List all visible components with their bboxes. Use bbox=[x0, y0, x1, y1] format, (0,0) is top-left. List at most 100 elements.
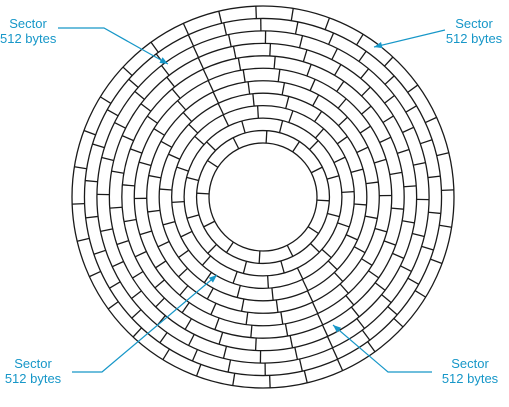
sector-divider bbox=[155, 280, 165, 288]
sector-divider bbox=[197, 193, 209, 194]
sector-divider bbox=[223, 115, 228, 126]
sector-divider bbox=[366, 182, 378, 184]
sector-divider bbox=[208, 81, 213, 92]
sector-divider bbox=[224, 346, 227, 358]
sector-divider bbox=[251, 325, 252, 337]
sector-divider bbox=[322, 249, 331, 257]
sector-divider bbox=[132, 291, 142, 299]
sector-label-bottom-left: Sector 512 bytes bbox=[0, 356, 66, 386]
sector-divider bbox=[310, 141, 319, 150]
sector-divider bbox=[207, 288, 213, 299]
sector-divider bbox=[266, 131, 267, 143]
sector-divider bbox=[412, 234, 424, 237]
sector-divider bbox=[337, 81, 344, 91]
sector-divider bbox=[242, 121, 245, 133]
sector-divider bbox=[183, 112, 192, 121]
sector-divider bbox=[185, 319, 191, 330]
sector-divider bbox=[281, 312, 283, 324]
sector-divider bbox=[338, 99, 346, 109]
sector-divider bbox=[122, 185, 134, 186]
sector-divider bbox=[258, 106, 259, 118]
sector-divider bbox=[133, 328, 141, 337]
sector-divider bbox=[211, 303, 216, 314]
sector-divider bbox=[218, 103, 223, 114]
sector-divider bbox=[135, 252, 146, 257]
sector-divider bbox=[77, 238, 89, 241]
sector-divider bbox=[385, 76, 394, 84]
sector-divider bbox=[400, 266, 411, 272]
sector-divider bbox=[122, 136, 133, 141]
sector-divider bbox=[346, 235, 357, 240]
sector-divider bbox=[325, 18, 329, 30]
sector-divider bbox=[310, 79, 315, 90]
sector-divider bbox=[139, 162, 151, 165]
sector-divider bbox=[172, 202, 184, 203]
sector-divider bbox=[156, 261, 166, 268]
sector-divider bbox=[334, 272, 343, 281]
sector-divider bbox=[197, 364, 201, 376]
sector-divider bbox=[384, 57, 392, 66]
sector-divider bbox=[332, 49, 338, 60]
sector-divider bbox=[147, 116, 157, 123]
sector-divider bbox=[167, 77, 175, 87]
sector-divider bbox=[161, 141, 172, 147]
sector-divider bbox=[388, 307, 397, 315]
sector-divider bbox=[425, 117, 436, 122]
sector-divider bbox=[100, 97, 111, 104]
sector-divider bbox=[365, 216, 377, 218]
sector-divider bbox=[129, 79, 138, 87]
sector-divider bbox=[189, 334, 195, 345]
sector-divider bbox=[140, 231, 152, 235]
sector-divider bbox=[300, 36, 303, 48]
sector-divider bbox=[102, 158, 114, 161]
sector-divider bbox=[368, 342, 375, 352]
sector-divider bbox=[193, 46, 198, 57]
sector-label-bottom-right: Sector 512 bytes bbox=[434, 356, 506, 386]
sector-divider bbox=[362, 87, 371, 96]
sector-divider bbox=[357, 34, 364, 45]
sector-divider bbox=[183, 23, 188, 34]
sector-divider bbox=[158, 242, 169, 247]
sector-label-top-left: Sector 512 bytes bbox=[0, 16, 56, 46]
sector-divider bbox=[124, 219, 136, 221]
sector-divider bbox=[151, 42, 158, 52]
sector-divider bbox=[317, 200, 329, 201]
sector-label-size: 512 bytes bbox=[434, 371, 506, 386]
sector-divider bbox=[203, 69, 208, 80]
sector-divider bbox=[310, 244, 319, 253]
sector-divider bbox=[302, 279, 307, 290]
sector-divider bbox=[181, 231, 192, 236]
sector-divider bbox=[439, 225, 451, 227]
sector-divider bbox=[253, 94, 254, 106]
sector-divider bbox=[315, 129, 323, 138]
sector-divider bbox=[177, 167, 189, 171]
leader-bottom-right bbox=[333, 325, 432, 372]
sector-divider bbox=[229, 35, 232, 47]
sector-divider bbox=[162, 66, 170, 76]
sector-divider bbox=[228, 360, 230, 372]
sector-label-title: Sector bbox=[0, 16, 56, 31]
sector-divider bbox=[303, 50, 307, 62]
sector-divider bbox=[160, 333, 167, 343]
sector-divider bbox=[346, 296, 354, 306]
track-boundary bbox=[197, 131, 330, 264]
sector-divider bbox=[415, 291, 426, 298]
sector-divider bbox=[259, 251, 260, 263]
sector-divider bbox=[385, 96, 395, 104]
sector-divider bbox=[404, 186, 416, 187]
sector-divider bbox=[315, 111, 322, 121]
sector-divider bbox=[375, 283, 385, 291]
sector-divider bbox=[394, 318, 403, 326]
sector-divider bbox=[428, 176, 440, 177]
sector-divider bbox=[338, 223, 350, 227]
sector-divider bbox=[280, 121, 283, 133]
sector-divider bbox=[359, 51, 366, 61]
sector-divider bbox=[272, 288, 273, 300]
sector-label-size: 512 bytes bbox=[0, 371, 66, 386]
sector-divider bbox=[357, 147, 368, 152]
sector-divider bbox=[354, 204, 366, 205]
sector-divider bbox=[297, 268, 302, 279]
sector-divider bbox=[86, 216, 98, 217]
sector-divider bbox=[243, 70, 245, 82]
sector-divider bbox=[163, 222, 175, 225]
